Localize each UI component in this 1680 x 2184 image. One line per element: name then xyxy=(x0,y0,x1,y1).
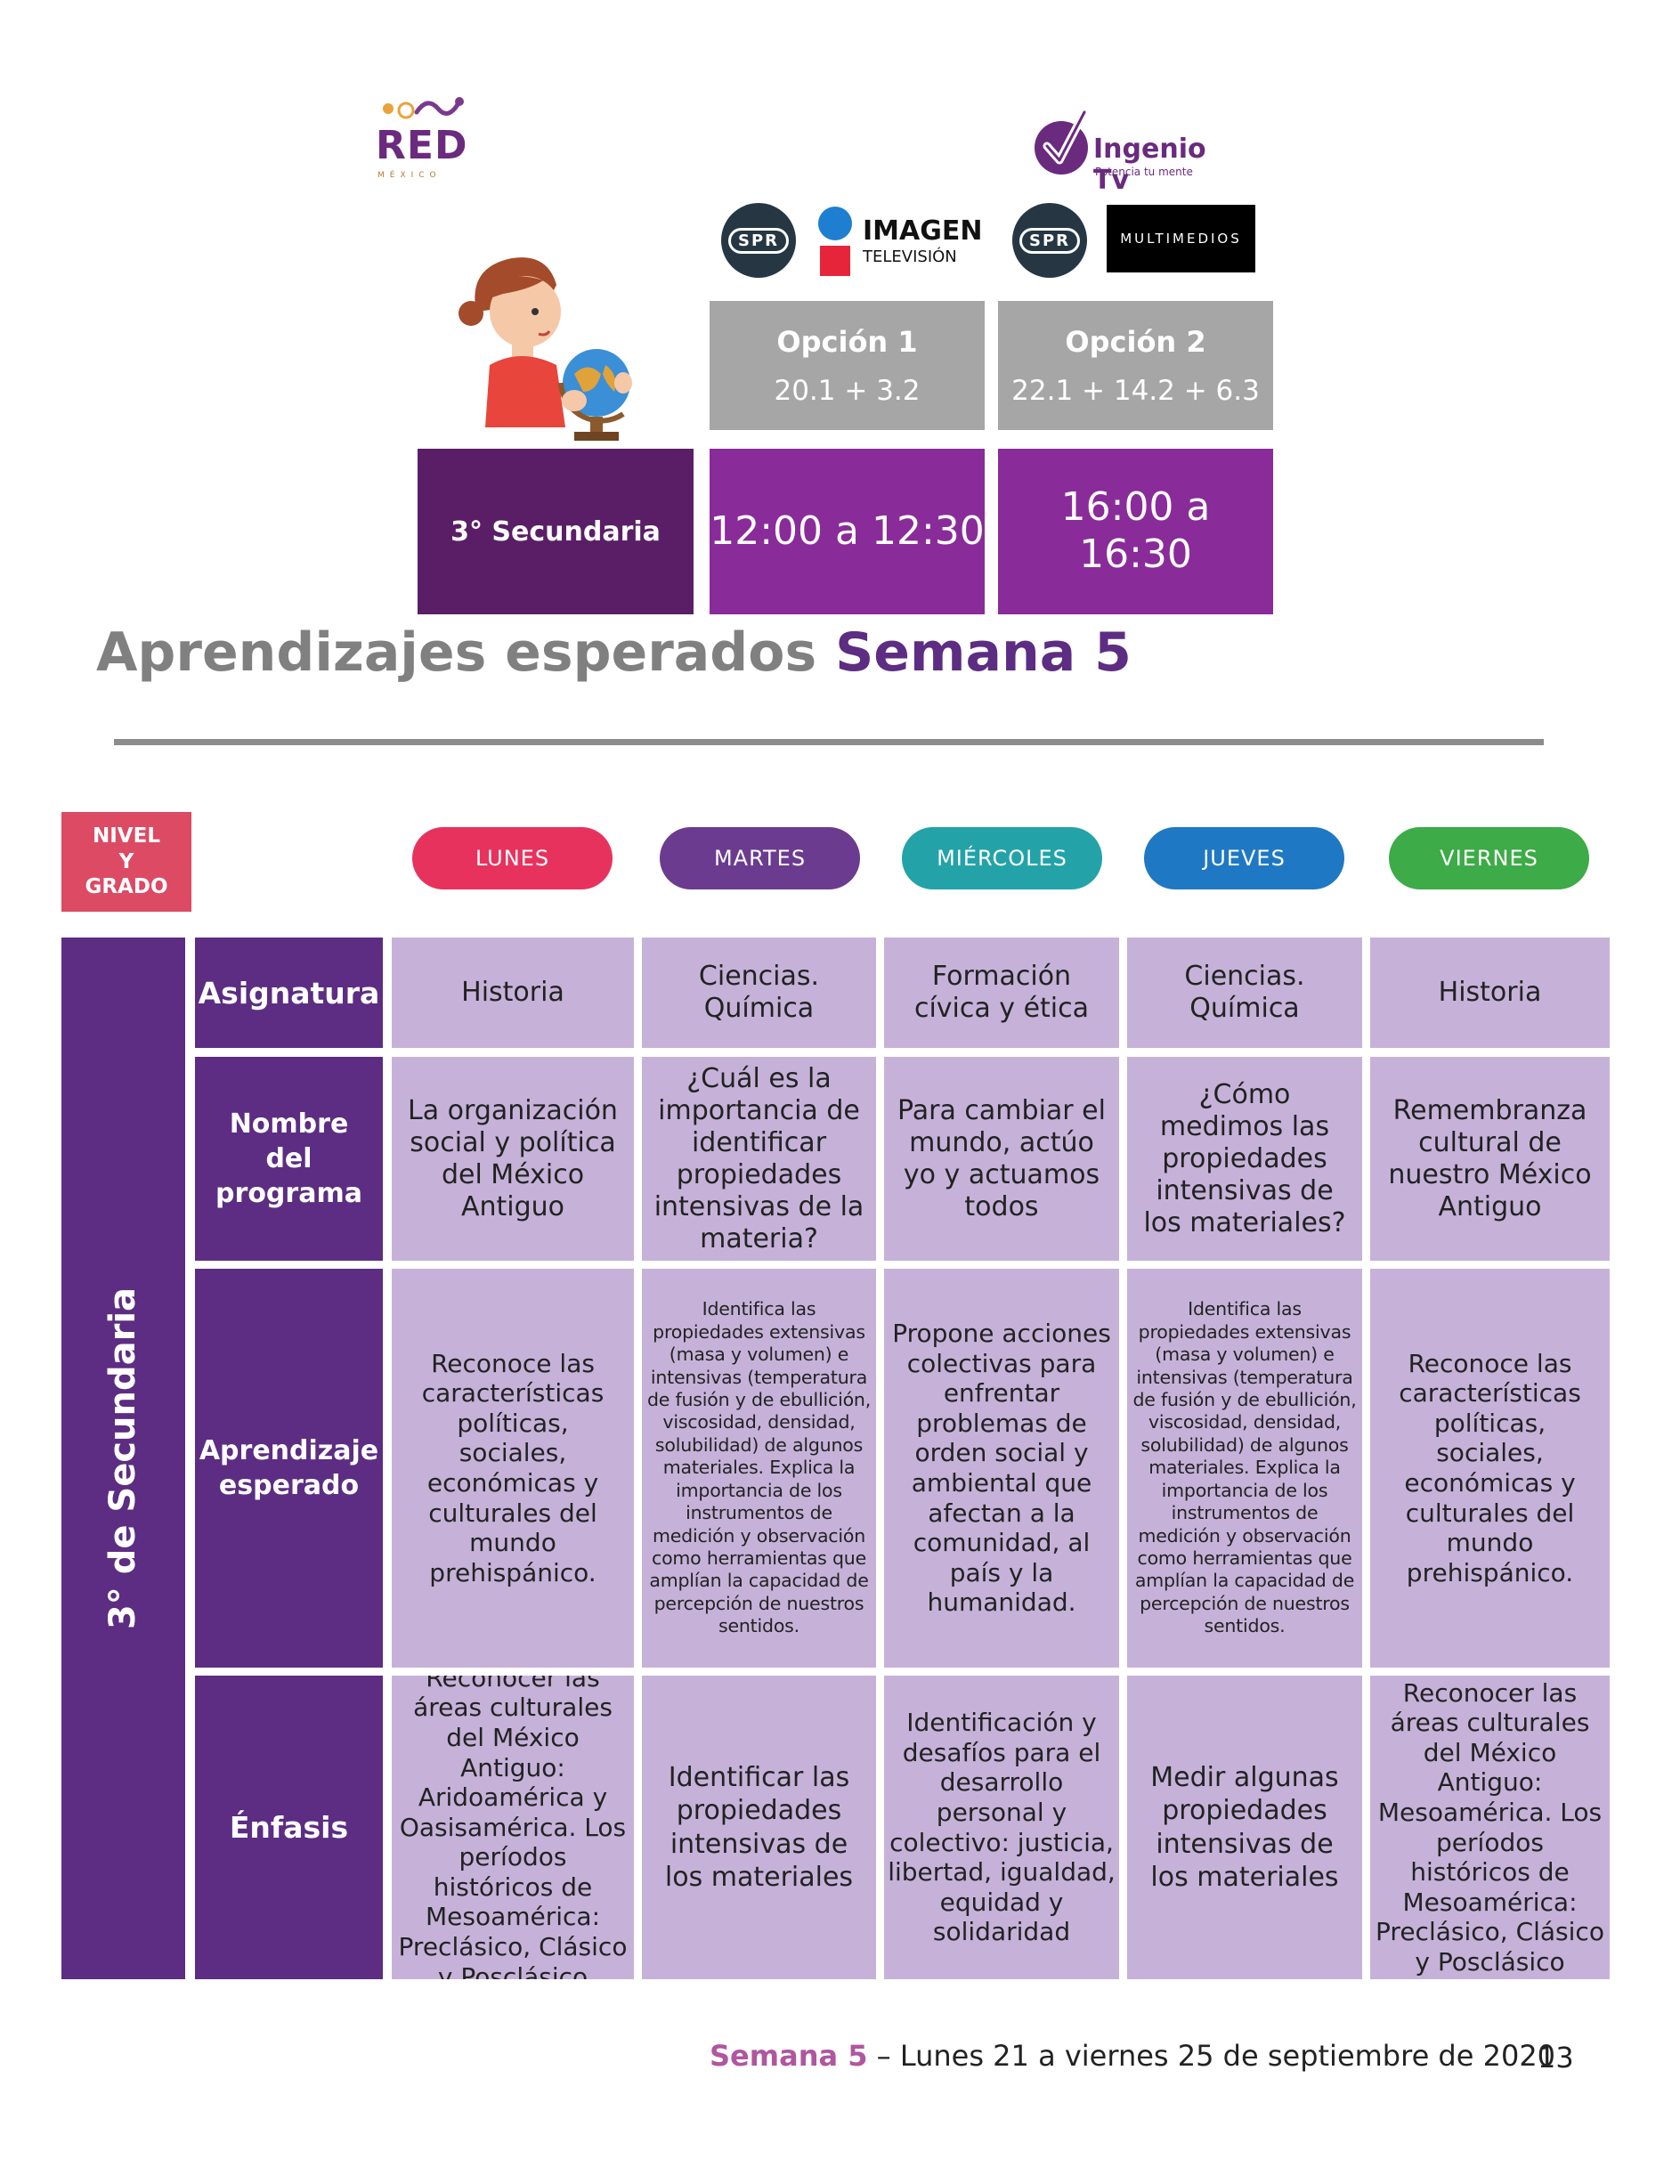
row-header-aprendizaje: Aprendizaje esperado xyxy=(195,1269,383,1668)
nivel-label-line3: GRADO xyxy=(85,875,168,899)
page-footer: Semana 5 – Lunes 21 a viernes 25 de sept… xyxy=(710,2039,1555,2073)
option-2-time-line2: 16:30 xyxy=(1079,532,1192,577)
spr-logo-1: SPR xyxy=(721,203,796,278)
checkmark-icon xyxy=(1035,108,1089,175)
imagen-circle-icon xyxy=(818,207,852,240)
row-header-asignatura: Asignatura xyxy=(195,938,383,1048)
heading-main: Aprendizajes esperados xyxy=(96,621,836,684)
nivel-grado-label: NIVEL Y GRADO xyxy=(61,812,191,912)
student-with-globe-illustration xyxy=(459,257,632,441)
row-header-enfasis: Énfasis xyxy=(195,1676,383,1979)
cell-aprendizaje-miercoles: Propone acciones colectivas para enfrent… xyxy=(884,1269,1119,1668)
cell-programa-jueves: ¿Cómo medimos las propiedades intensivas… xyxy=(1127,1057,1362,1261)
cell-programa-viernes: Remembranza cultural de nuestro México A… xyxy=(1370,1057,1610,1261)
imagen-television-logo: IMAGEN TELEVISIÓN xyxy=(815,205,982,278)
option-2-channels: 22.1 + 14.2 + 6.3 xyxy=(1011,374,1260,407)
option-1-channels: 20.1 + 3.2 xyxy=(774,374,921,407)
spr-logo-text: SPR xyxy=(1019,227,1081,254)
cell-aprendizaje-jueves: Identifica las propiedades extensivas (m… xyxy=(1127,1269,1362,1668)
cell-programa-lunes: La organización social y política del Mé… xyxy=(392,1057,634,1261)
day-pill-lunes: LUNES xyxy=(412,827,613,889)
grade-side-label: 3° de Secundaria xyxy=(102,1287,144,1630)
cell-asignatura-lunes: Historia xyxy=(392,938,634,1048)
imagen-logo-line2: TELEVISIÓN xyxy=(863,248,957,266)
multimedios-logo: MULTIMEDIOS xyxy=(1107,205,1255,272)
cell-enfasis-viernes: Reconocer las áreas culturales del Méxic… xyxy=(1370,1676,1610,1979)
red-swirl-icon xyxy=(383,97,464,119)
cell-enfasis-miercoles: Identificación y desafíos para el desarr… xyxy=(884,1676,1119,1979)
imagen-square-icon xyxy=(820,246,850,276)
row-header-programa: Nombre del programa xyxy=(195,1057,383,1261)
footer-week: Semana 5 xyxy=(710,2039,868,2073)
cell-aprendizaje-martes: Identifica las propiedades extensivas (m… xyxy=(642,1269,876,1668)
option-1-box: Opción 1 20.1 + 3.2 xyxy=(710,301,985,430)
nivel-label-line2: Y xyxy=(118,849,134,873)
day-pill-martes: MARTES xyxy=(660,827,860,889)
day-pill-miercoles: MIÉRCOLES xyxy=(902,827,1102,889)
cell-asignatura-viernes: Historia xyxy=(1370,938,1610,1048)
page-heading: Aprendizajes esperados Semana 5 xyxy=(96,621,1132,684)
option-2-time-line1: 16:00 a xyxy=(1060,484,1211,531)
red-mexico-logo: RED MÉXICO xyxy=(374,89,472,187)
nivel-label-line1: NIVEL xyxy=(93,824,160,848)
cell-programa-martes: ¿Cuál es la importancia de identificar p… xyxy=(642,1057,876,1261)
cell-enfasis-lunes: Reconocer las áreas culturales del Méxic… xyxy=(392,1676,634,1979)
ingenio-logo-subtext: Potencia tu mente xyxy=(1095,166,1193,178)
heading-divider xyxy=(114,739,1544,745)
spr-logo-2: SPR xyxy=(1012,203,1087,278)
day-pill-viernes: VIERNES xyxy=(1389,827,1589,889)
cell-asignatura-jueves: Ciencias. Química xyxy=(1127,938,1362,1048)
footer-dates: – Lunes 21 a viernes 25 de septiembre de… xyxy=(867,2039,1556,2073)
imagen-logo-line1: IMAGEN xyxy=(863,215,983,247)
multimedios-logo-text: MULTIMEDIOS xyxy=(1120,231,1242,247)
page-number: 13 xyxy=(1538,2041,1574,2074)
cell-programa-miercoles: Para cambiar el mundo, actúo yo y actuam… xyxy=(884,1057,1119,1261)
cell-enfasis-martes: Identificar las propiedades intensivas d… xyxy=(642,1676,876,1979)
cell-aprendizaje-lunes: Reconoce las características políticas, … xyxy=(392,1269,634,1668)
grade-side-band: 3° de Secundaria xyxy=(61,938,185,1979)
cell-asignatura-miercoles: Formación cívica y ética xyxy=(884,938,1119,1048)
cell-aprendizaje-viernes: Reconoce las características políticas, … xyxy=(1370,1269,1610,1668)
option-1-title: Opción 1 xyxy=(776,324,918,359)
option-2-box: Opción 2 22.1 + 14.2 + 6.3 xyxy=(998,301,1273,430)
grade-box: 3° Secundaria xyxy=(418,449,694,614)
red-logo-subtext: MÉXICO xyxy=(377,171,442,180)
option-1-time: 12:00 a 12:30 xyxy=(710,449,985,614)
ingenio-logo-text: Ingenio Tv xyxy=(1093,134,1206,196)
option-2-title: Opción 2 xyxy=(1065,324,1206,359)
spr-logo-text: SPR xyxy=(727,227,790,254)
cell-asignatura-martes: Ciencias. Química xyxy=(642,938,876,1048)
heading-accent: Semana 5 xyxy=(835,621,1132,684)
red-logo-text: RED xyxy=(376,123,468,168)
ingenio-tv-logo: Ingenio Tv Potencia tu mente xyxy=(1033,107,1238,196)
day-pill-jueves: JUEVES xyxy=(1144,827,1344,889)
option-2-time: 16:00 a 16:30 xyxy=(998,449,1273,614)
cell-enfasis-jueves: Medir algunas propiedades intensivas de … xyxy=(1127,1676,1362,1979)
